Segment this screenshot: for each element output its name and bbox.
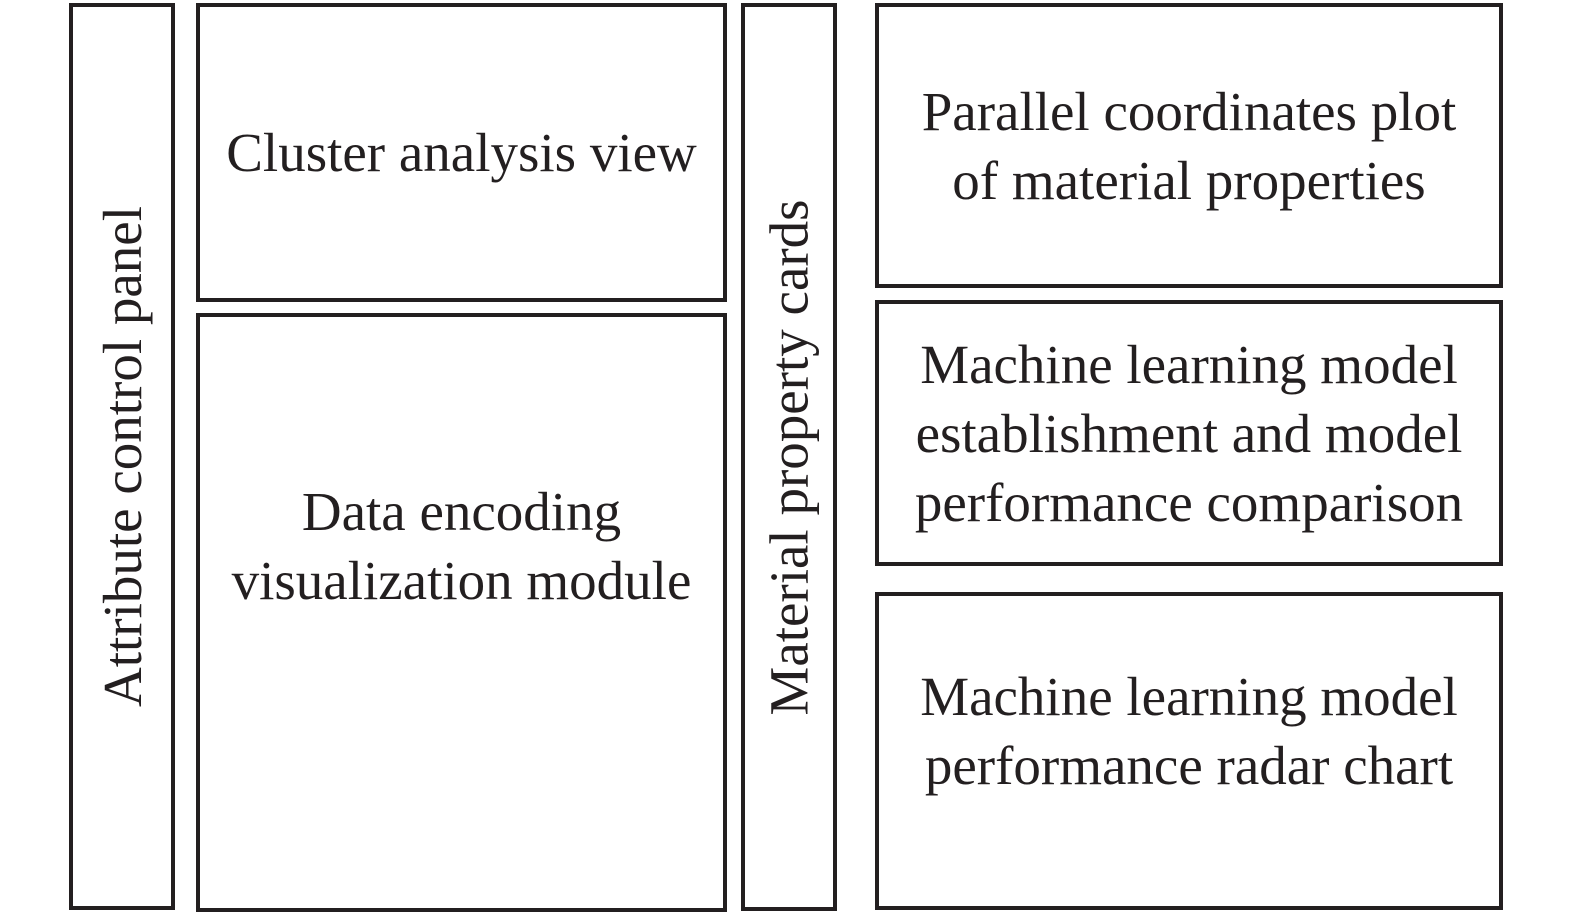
material-property-cards-box: Material property cards (741, 3, 837, 911)
cluster-analysis-view-label: Cluster analysis view (226, 122, 697, 183)
material-property-cards-label: Material property cards (758, 198, 820, 716)
parallel-coordinates-plot-label: Parallel coordinates plot of material pr… (921, 80, 1457, 211)
ml-model-comparison-label: Machine learning model establishment and… (914, 333, 1464, 533)
ml-radar-chart-label: Machine learning model performance radar… (920, 666, 1458, 796)
attribute-control-panel-box: Attribute control panel (69, 3, 175, 910)
attribute-control-panel-label: Attribute control panel (91, 206, 153, 707)
ml-radar-chart-box: Machine learning model performance radar… (875, 592, 1503, 910)
cluster-analysis-view-box: Cluster analysis view (196, 3, 727, 302)
data-encoding-module-label: Data encoding visualization module (231, 481, 692, 611)
data-encoding-module-box: Data encoding visualization module (196, 313, 727, 912)
parallel-coordinates-plot-box: Parallel coordinates plot of material pr… (875, 3, 1503, 288)
ml-model-comparison-box: Machine learning model establishment and… (875, 300, 1503, 566)
